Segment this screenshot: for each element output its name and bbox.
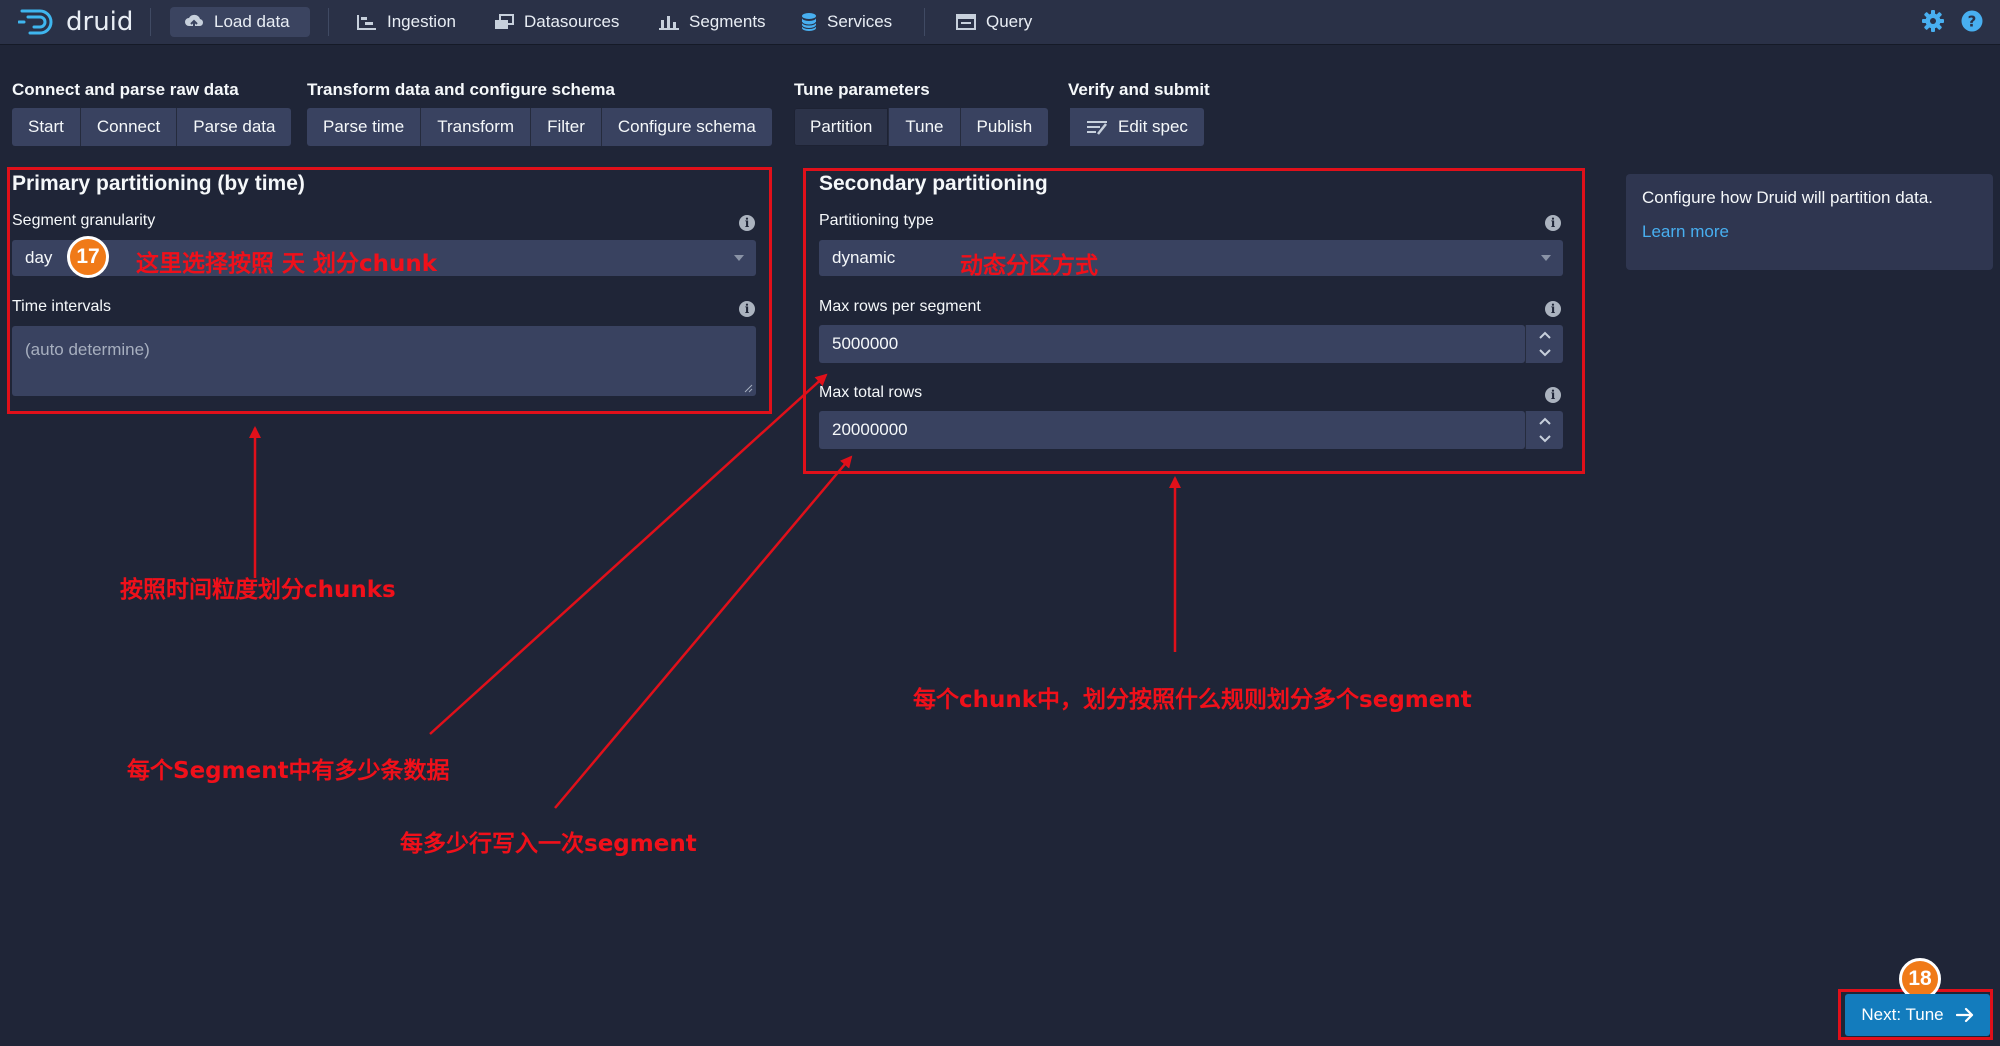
nav-divider bbox=[924, 8, 925, 36]
step-parse-time[interactable]: Parse time bbox=[307, 108, 422, 146]
database-icon bbox=[801, 13, 817, 31]
time-intervals-label: Time intervals bbox=[12, 298, 111, 315]
max-total-rows-stepper[interactable] bbox=[1525, 411, 1563, 449]
arrow-right-icon bbox=[1955, 1007, 1973, 1023]
primary-partitioning-title: Primary partitioning (by time) bbox=[12, 172, 305, 195]
next-tune-label: Next: Tune bbox=[1861, 1005, 1944, 1024]
nav-segments[interactable]: Segments bbox=[645, 7, 780, 37]
secondary-partitioning-title: Secondary partitioning bbox=[819, 172, 1048, 195]
manually-entered-data-icon bbox=[1087, 121, 1107, 135]
nav-load-data[interactable]: Load data bbox=[170, 7, 310, 37]
step-transform[interactable]: Transform bbox=[421, 108, 532, 146]
nav-ingestion[interactable]: Ingestion bbox=[343, 7, 470, 37]
nav-datasources-label: Datasources bbox=[524, 12, 620, 31]
logo-text: druid bbox=[66, 7, 134, 37]
step-partition[interactable]: Partition bbox=[794, 108, 890, 146]
nav-services-label: Services bbox=[827, 12, 893, 31]
step-start[interactable]: Start bbox=[12, 108, 81, 146]
help-icon[interactable]: ? bbox=[1961, 10, 1983, 32]
step-filter[interactable]: Filter bbox=[531, 108, 602, 146]
step-group-connect: Start Connect Parse data bbox=[12, 108, 292, 146]
max-rows-per-segment-value: 5000000 bbox=[832, 334, 899, 353]
chevron-up-icon[interactable] bbox=[1537, 327, 1553, 343]
segment-granularity-label: Segment granularity bbox=[12, 212, 156, 229]
max-rows-per-segment-stepper[interactable] bbox=[1525, 325, 1563, 363]
nav-query-label: Query bbox=[986, 12, 1033, 31]
max-rows-per-segment-input[interactable]: 5000000 bbox=[819, 325, 1525, 363]
stacked-chart-icon bbox=[659, 16, 679, 30]
max-rows-per-segment-label: Max rows per segment bbox=[819, 298, 981, 315]
partitioning-type-value: dynamic bbox=[832, 248, 896, 267]
chunks-annotation: 按照时间粒度划分chunks bbox=[120, 577, 396, 603]
chunk-rule-annotation: 每个chunk中，划分按照什么规则划分多个segment bbox=[913, 687, 1472, 713]
nav-datasources[interactable]: Datasources bbox=[480, 7, 633, 37]
segment-granularity-select[interactable]: day bbox=[12, 240, 756, 276]
nav-query[interactable]: Query bbox=[942, 7, 1046, 37]
partitioning-type-label: Partitioning type bbox=[819, 212, 934, 229]
granularity-annotation: 这里选择按照 天 划分chunk bbox=[136, 251, 438, 277]
nav-divider bbox=[328, 8, 329, 36]
max-total-rows-input[interactable]: 20000000 bbox=[819, 411, 1525, 449]
step-connect[interactable]: Connect bbox=[80, 108, 178, 146]
step-group-label-verify: Verify and submit bbox=[1068, 80, 1210, 99]
step-group-transform: Parse time Transform Filter Configure sc… bbox=[307, 108, 772, 146]
max-total-rows-label: Max total rows bbox=[819, 384, 923, 401]
info-icon[interactable]: i bbox=[1545, 215, 1561, 231]
nav-load-data-label: Load data bbox=[214, 12, 290, 31]
info-icon[interactable]: i bbox=[739, 301, 755, 317]
secondary-annotation-box bbox=[803, 168, 1585, 474]
druid-logo[interactable]: druid bbox=[18, 6, 136, 38]
chevron-up-icon[interactable] bbox=[1537, 413, 1553, 429]
step-group-label-tune: Tune parameters bbox=[794, 80, 930, 99]
step-configure-schema[interactable]: Configure schema bbox=[601, 108, 772, 146]
caret-down-icon bbox=[1541, 255, 1551, 261]
nav-segments-label: Segments bbox=[689, 12, 766, 31]
max-total-rows-value: 20000000 bbox=[832, 420, 908, 439]
step-group-label-transform: Transform data and configure schema bbox=[307, 80, 615, 99]
primary-annotation-box bbox=[7, 167, 772, 414]
help-text: Configure how Druid will partition data. bbox=[1642, 188, 1934, 207]
step-publish[interactable]: Publish bbox=[960, 108, 1049, 146]
partitioning-type-select[interactable]: dynamic bbox=[819, 240, 1563, 276]
partition-type-annotation: 动态分区方式 bbox=[960, 253, 1098, 279]
info-icon[interactable]: i bbox=[739, 215, 755, 231]
step-group-verify: Edit spec bbox=[1070, 108, 1204, 146]
time-intervals-placeholder: (auto determine) bbox=[25, 340, 150, 359]
learn-more-link[interactable]: Learn more bbox=[1642, 222, 1729, 241]
nav-services[interactable]: Services bbox=[787, 7, 906, 37]
nav-divider bbox=[150, 8, 151, 36]
write-rows-annotation: 每多少行写入一次segment bbox=[400, 831, 697, 857]
caret-down-icon bbox=[734, 255, 744, 261]
next-tune-button[interactable]: Next: Tune bbox=[1845, 994, 1990, 1036]
step-tune[interactable]: Tune bbox=[889, 108, 961, 146]
top-navbar: druid Load data Ingestion Datasources Se… bbox=[0, 0, 2000, 44]
info-icon[interactable]: i bbox=[1545, 301, 1561, 317]
help-card: Configure how Druid will partition data.… bbox=[1626, 174, 1993, 270]
application-icon bbox=[956, 14, 976, 30]
druid-logo-icon bbox=[18, 9, 53, 35]
chevron-down-icon[interactable] bbox=[1537, 345, 1553, 361]
svg-text:?: ? bbox=[1968, 13, 1977, 31]
step-group-tune: Partition Tune Publish bbox=[794, 108, 1049, 146]
chevron-down-icon[interactable] bbox=[1537, 431, 1553, 447]
step-edit-spec[interactable]: Edit spec bbox=[1070, 108, 1204, 146]
step-group-label-connect: Connect and parse raw data bbox=[12, 80, 239, 99]
info-icon[interactable]: i bbox=[1545, 387, 1561, 403]
multi-select-icon bbox=[495, 14, 514, 29]
step-badge-17: 17 bbox=[67, 236, 109, 278]
segment-rows-annotation: 每个Segment中有多少条数据 bbox=[127, 758, 450, 784]
segment-granularity-value: day bbox=[25, 248, 53, 267]
step-parse-data[interactable]: Parse data bbox=[177, 108, 292, 146]
step-edit-spec-label: Edit spec bbox=[1118, 117, 1188, 136]
nav-ingestion-label: Ingestion bbox=[387, 12, 456, 31]
cog-icon[interactable] bbox=[1922, 10, 1944, 32]
gantt-chart-icon bbox=[357, 15, 376, 30]
cloud-upload-icon bbox=[185, 14, 204, 30]
